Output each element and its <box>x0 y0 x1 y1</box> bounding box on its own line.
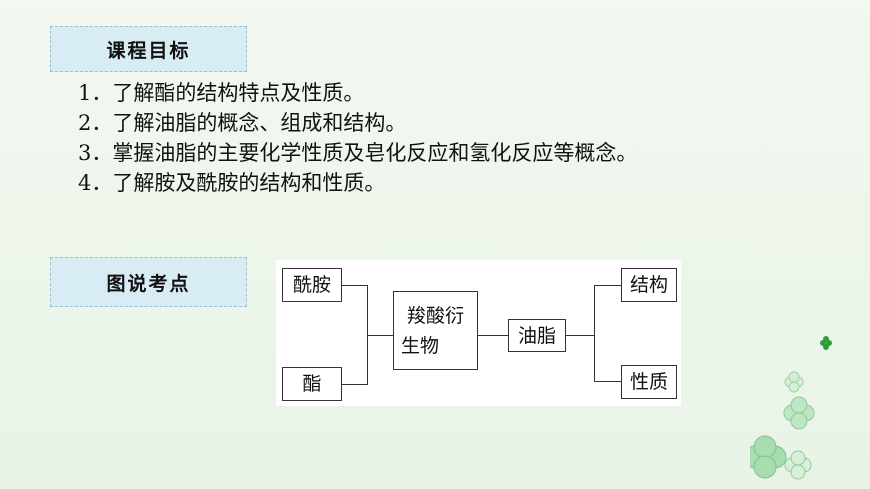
figure-points-label: 图说考点 <box>50 257 247 307</box>
connector-line <box>594 285 595 382</box>
course-goals-label: 课程目标 <box>50 26 247 72</box>
connector-line <box>594 285 621 286</box>
node-ester-label: 酯 <box>302 373 322 395</box>
node-structure-label: 结构 <box>629 274 668 296</box>
clover-decoration-icon <box>750 336 832 480</box>
connector-line <box>566 335 594 336</box>
goal-item: 3．掌握油脂的主要化学性质及皂化反应和氢化反应等概念。 <box>78 141 638 165</box>
connector-line <box>367 335 393 336</box>
course-goals-title: 课程目标 <box>106 39 191 62</box>
concept-diagram: 酰胺 酯 羧酸衍 生物 油脂 结构 性质 <box>276 260 681 406</box>
node-carboxylic-derivatives: 羧酸衍 生物 <box>393 291 478 370</box>
node-amide: 酰胺 <box>282 268 342 302</box>
node-amide-label: 酰胺 <box>292 274 331 296</box>
connector-line <box>342 285 367 286</box>
connector-line <box>478 335 508 336</box>
node-center-line2: 生物 <box>401 334 440 357</box>
connector-line <box>594 381 621 382</box>
goal-item: 2．了解油脂的概念、组成和结构。 <box>78 111 407 135</box>
node-fats-oils: 油脂 <box>508 319 566 352</box>
figure-points-title: 图说考点 <box>106 272 191 295</box>
course-goals-list: 1．了解酯的结构特点及性质。 2．了解油脂的概念、组成和结构。 3．掌握油脂的主… <box>78 78 637 198</box>
connector-line <box>342 384 367 385</box>
node-center-line1: 羧酸衍 <box>406 304 464 327</box>
node-properties: 性质 <box>621 365 677 399</box>
node-ester: 酯 <box>282 367 342 401</box>
node-structure: 结构 <box>621 268 677 302</box>
goal-item: 4．了解胺及酰胺的结构和性质。 <box>78 171 386 195</box>
goal-item: 1．了解酯的结构特点及性质。 <box>78 81 365 105</box>
node-properties-label: 性质 <box>629 371 668 393</box>
node-fats-oils-label: 油脂 <box>517 324 556 347</box>
